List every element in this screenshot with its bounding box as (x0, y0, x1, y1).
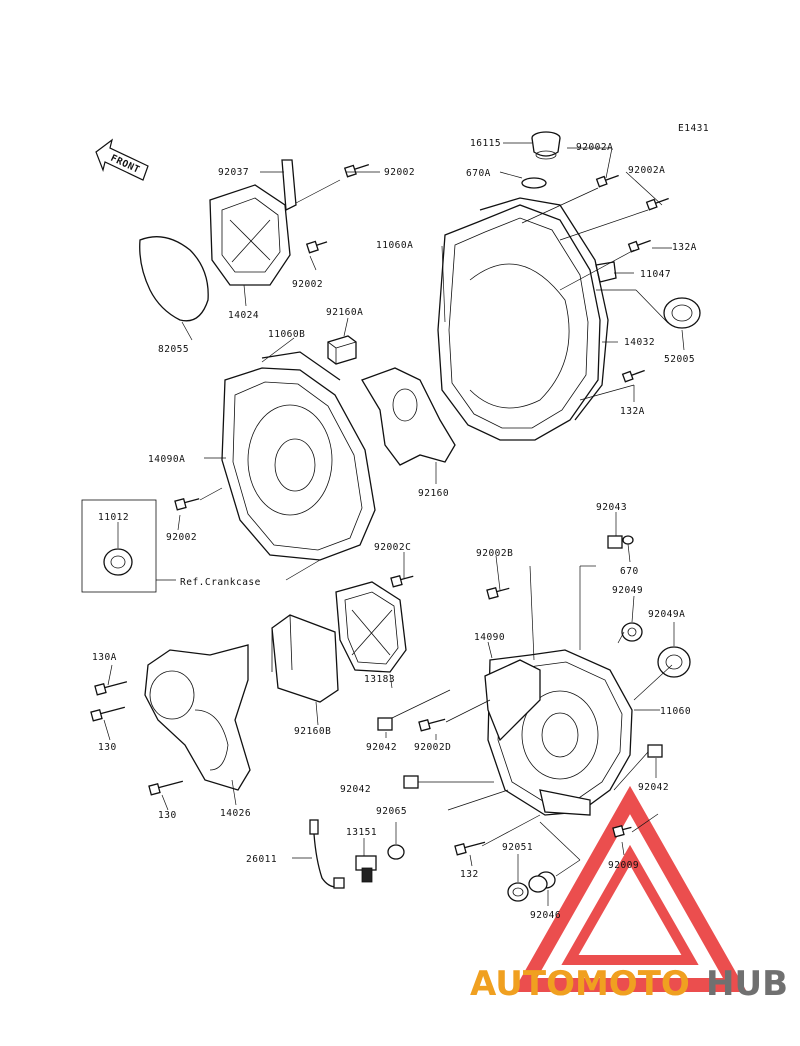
bolts-130-drawing (90, 681, 184, 796)
part-label-14090a: 14090A (148, 454, 185, 465)
part-label-92160b: 92160B (294, 726, 331, 737)
front-arrow-icon: FRONT (95, 138, 149, 181)
part-label-11060a: 11060A (376, 240, 413, 251)
oil-seal-52005-drawing (663, 297, 701, 329)
bolt-92002-top-drawing (343, 163, 370, 178)
part-label-92160a: 92160A (326, 307, 363, 318)
part-label-92042-3: 92042 (638, 782, 669, 793)
part-label-92002-2: 92002 (292, 279, 323, 290)
cover-14090-drawing (484, 649, 633, 816)
part-label-14032: 14032 (624, 337, 655, 348)
bolt-92002-mid-drawing (305, 240, 328, 254)
diagram-code: E1431 (678, 123, 709, 134)
part-label-92002-1: 92002 (384, 167, 415, 178)
part-label-13183: 13183 (364, 674, 395, 685)
bolt-92002d-drawing (418, 718, 446, 732)
pulser-cover-14024-drawing (209, 184, 291, 286)
seal-92049a-drawing (657, 646, 691, 678)
watermark-triangle-icon (512, 785, 748, 992)
part-label-92002a-2: 92002A (628, 165, 665, 176)
bolt-132-drawing (454, 841, 486, 856)
part-label-92051: 92051 (502, 842, 533, 853)
sprocket-cover-14026-drawing (144, 644, 251, 791)
part-label-132: 132 (460, 869, 479, 880)
bolt-92002c-drawing (390, 575, 414, 588)
seal-92051-drawing (507, 882, 529, 902)
part-label-130-1: 130 (98, 742, 117, 753)
lead-26011-drawing (309, 819, 345, 889)
generator-cover-14090a-drawing (221, 351, 376, 561)
cover-13183-drawing (335, 581, 407, 673)
leader-lines (103, 142, 685, 906)
bracket-92037-drawing (281, 159, 297, 212)
collars-92042-drawing (377, 717, 663, 789)
part-label-92049a: 92049A (648, 609, 685, 620)
part-label-11060b: 11060B (268, 329, 305, 340)
part-label-670: 670 (620, 566, 639, 577)
switch-13151-drawing (355, 855, 377, 883)
watermark: AUTOMOTO HUB (470, 785, 788, 1004)
seal-92049-drawing (621, 622, 643, 642)
damper-92160b-drawing (271, 614, 339, 703)
part-label-92009: 92009 (608, 860, 639, 871)
part-label-92043: 92043 (596, 502, 627, 513)
part-label-14090: 14090 (474, 632, 505, 643)
bolts-top-right-drawing (595, 174, 669, 383)
watermark-text-automoto: AUTOMOTO (470, 964, 690, 1004)
part-label-11060: 11060 (660, 706, 691, 717)
bolt-92009-drawing (612, 825, 632, 838)
part-label-92002-3: 92002 (166, 532, 197, 543)
o-ring-670-drawing (622, 535, 634, 545)
part-label-132a-2: 132A (620, 406, 645, 417)
part-label-52005: 52005 (664, 354, 695, 365)
part-label-92037: 92037 (218, 167, 249, 178)
reference-note: Ref.Crankcase (180, 577, 261, 588)
part-label-92046: 92046 (530, 910, 561, 921)
o-ring-670a-drawing (521, 177, 547, 189)
oil-filler-cap-drawing (531, 131, 561, 160)
part-label-92065: 92065 (376, 806, 407, 817)
part-label-132a-1: 132A (672, 242, 697, 253)
reference-box (81, 499, 157, 593)
part-label-13151: 13151 (346, 827, 377, 838)
bolt-92002-left-drawing (174, 498, 200, 511)
plug-92043-drawing (607, 535, 623, 549)
part-label-130a: 130A (92, 652, 117, 663)
part-label-92049: 92049 (612, 585, 643, 596)
part-label-92042-1: 92042 (366, 742, 397, 753)
washer-92065-drawing (387, 844, 405, 860)
part-label-92002a-1: 92002A (576, 142, 613, 153)
gasket-82055-drawing (139, 236, 209, 322)
clutch-cover-drawing (437, 197, 609, 441)
part-label-92002d: 92002D (414, 742, 451, 753)
part-label-14024: 14024 (228, 310, 259, 321)
part-label-130-2: 130 (158, 810, 177, 821)
part-label-26011: 26011 (246, 854, 277, 865)
part-label-82055: 82055 (158, 344, 189, 355)
part-label-92002c: 92002C (374, 542, 411, 553)
part-label-92002b: 92002B (476, 548, 513, 559)
part-label-16115: 16115 (470, 138, 501, 149)
bushing-92046-drawing (528, 871, 556, 893)
part-label-14026: 14026 (220, 808, 251, 819)
bracket-92160-drawing (361, 367, 456, 466)
part-labels: 16115 92002A 670A 92002A 92037 92002 110… (92, 138, 697, 921)
oil-seal-11012-drawing (103, 548, 133, 576)
part-label-11047: 11047 (640, 269, 671, 280)
part-label-11012: 11012 (98, 512, 129, 523)
part-label-92042-2: 92042 (340, 784, 371, 795)
damper-92160a-drawing (327, 335, 357, 365)
part-label-92160: 92160 (418, 488, 449, 499)
bolt-92002b-drawing (486, 587, 510, 600)
part-label-670a: 670A (466, 168, 491, 179)
watermark-text-hub: HUB (706, 964, 788, 1004)
